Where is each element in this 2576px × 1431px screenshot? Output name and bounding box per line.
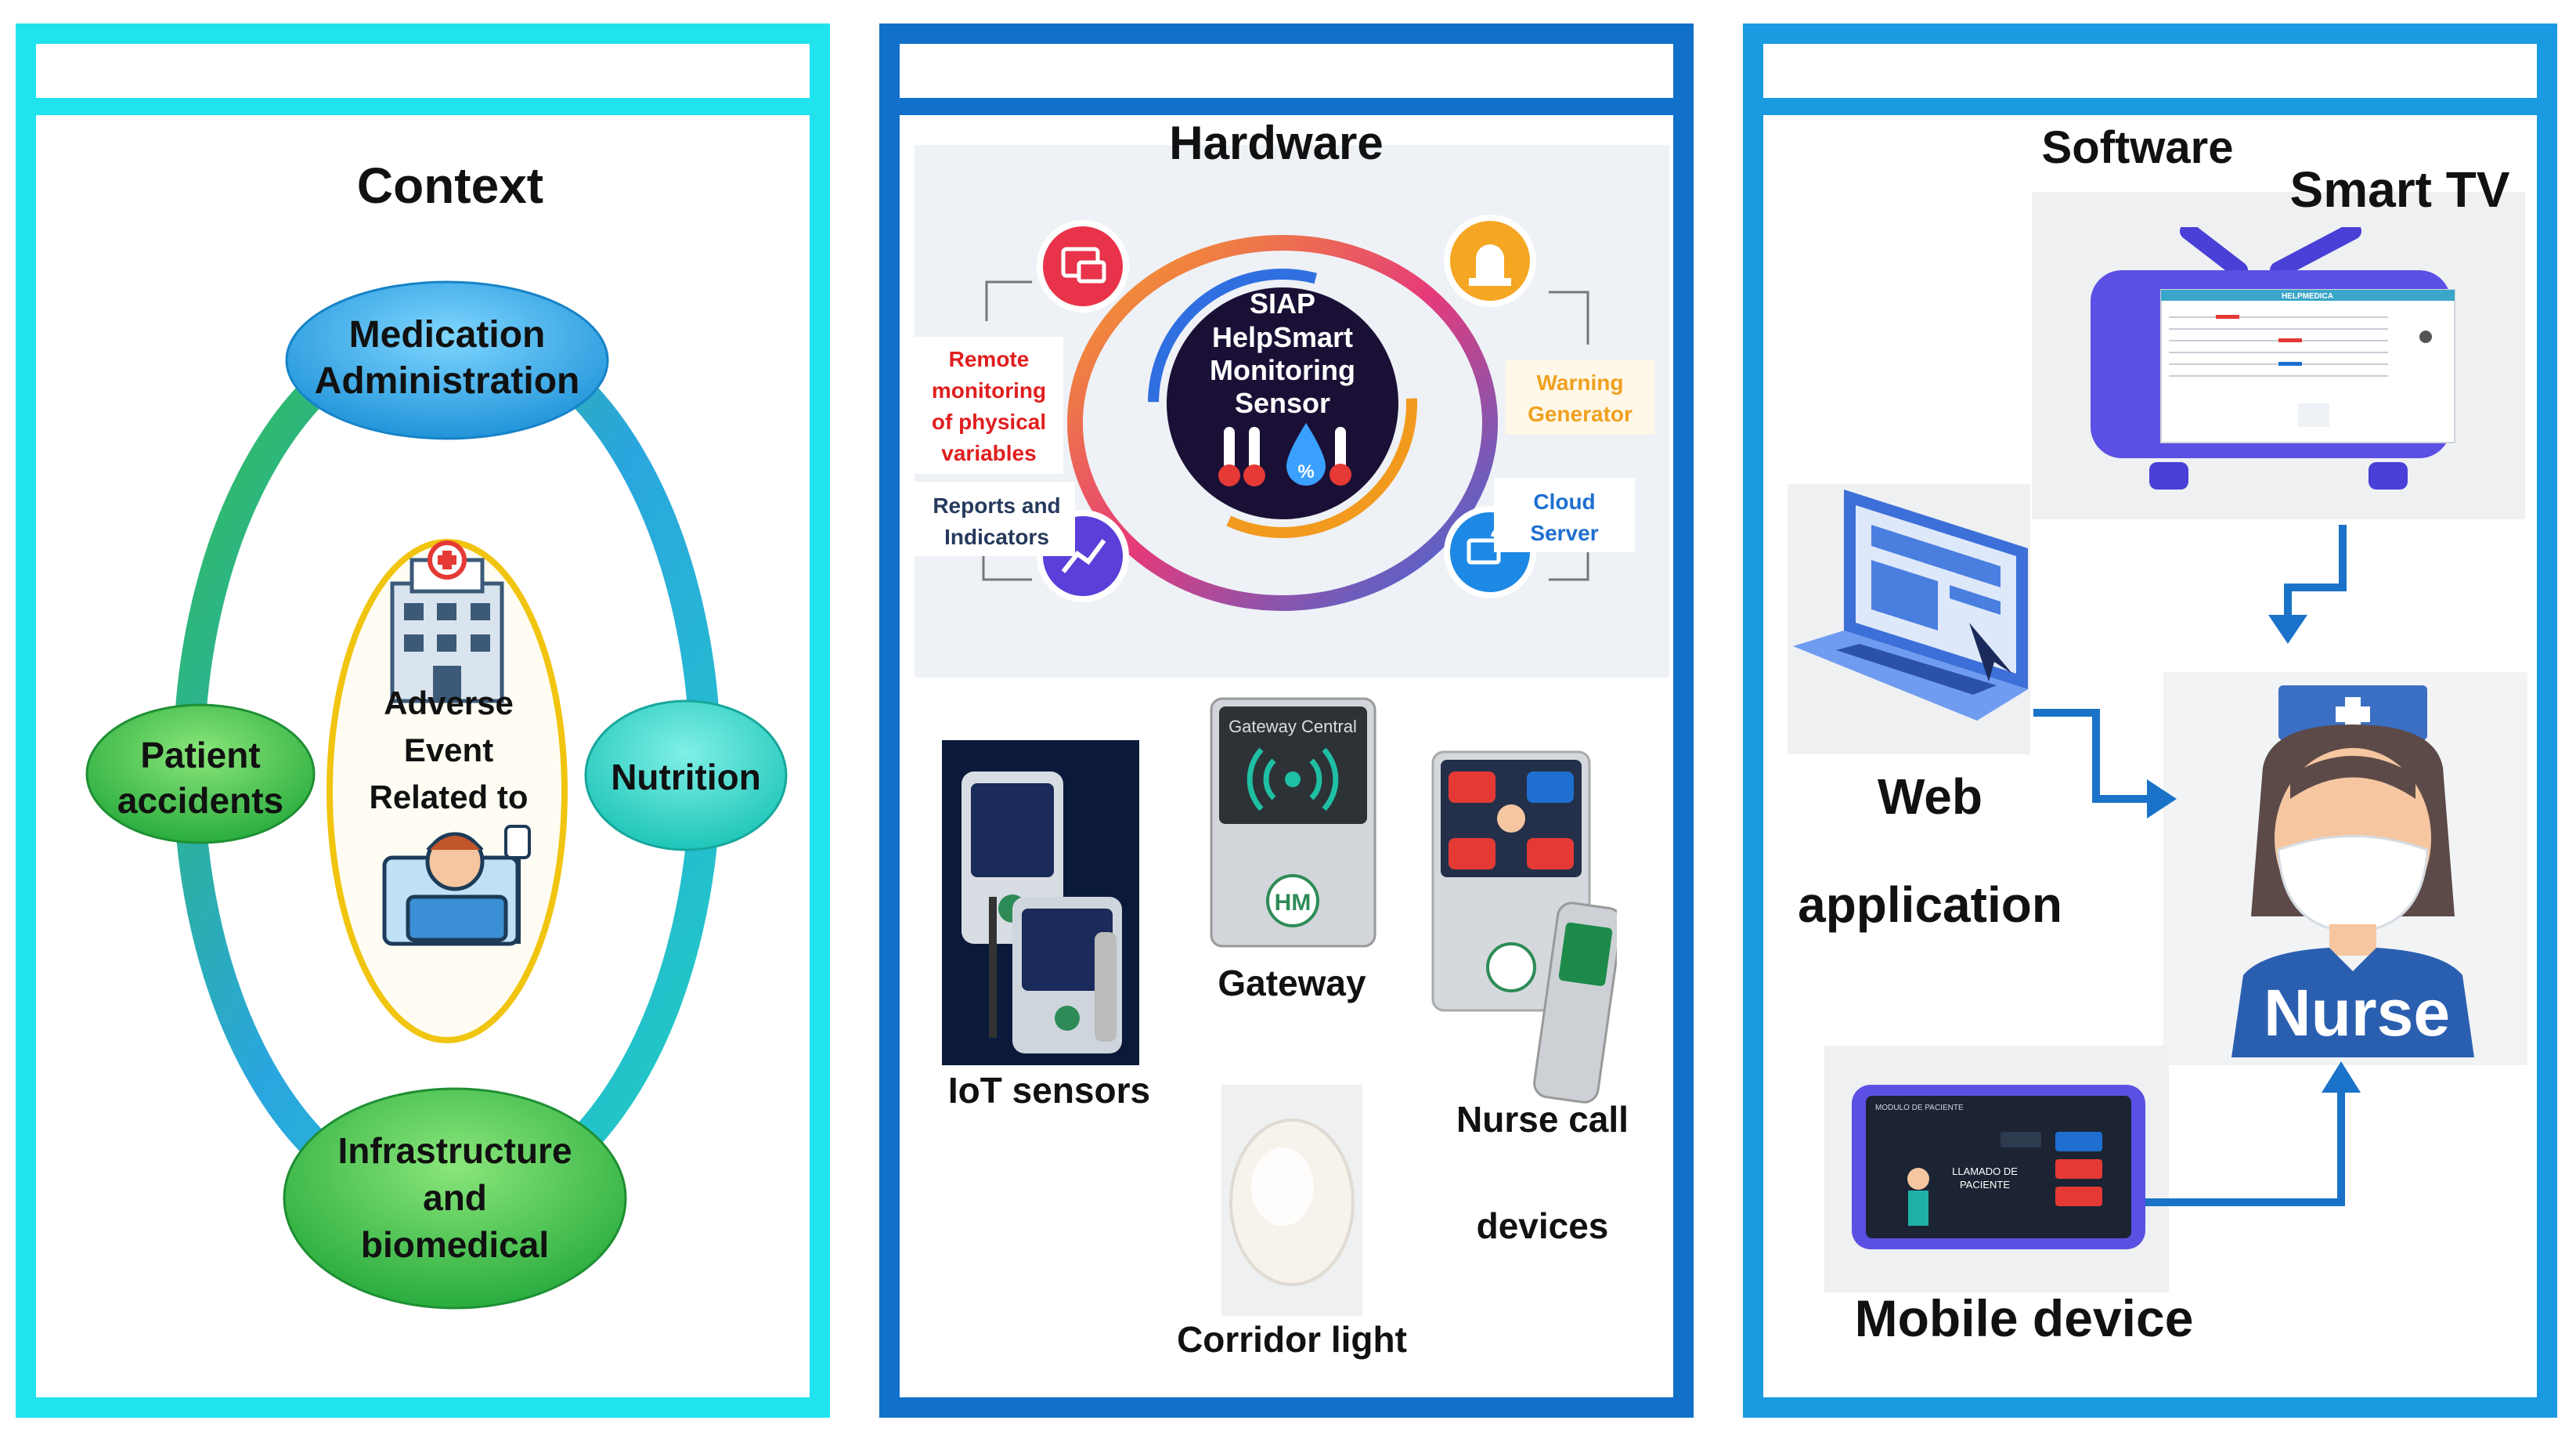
mobile-call-line2: PACIENTE xyxy=(1960,1179,2010,1191)
mobile-call-line1: LLAMADO DE xyxy=(1952,1165,2018,1177)
reports-line2: Indicators xyxy=(944,525,1049,549)
node-medication-line2: Administration xyxy=(315,360,580,402)
smart-tv-label: Smart TV xyxy=(2289,161,2510,218)
gateway-image: Gateway Central HM xyxy=(1210,697,1376,948)
mobile-label: Mobile device xyxy=(1854,1289,2194,1347)
siap-line2: HelpSmart xyxy=(1212,321,1353,353)
node-medication-shape xyxy=(285,280,609,440)
nurse-call-label-2: devices xyxy=(1476,1205,1609,1246)
node-infra-line3: biomedical xyxy=(361,1224,549,1265)
reports-line1: Reports and xyxy=(933,493,1060,518)
tv-to-nurse-arrowhead xyxy=(2268,615,2307,644)
gateway-screen-text: Gateway Central xyxy=(1228,717,1357,736)
warning-line1: Warning xyxy=(1537,370,1624,395)
context-header-divider xyxy=(36,98,810,115)
remote-line4: variables xyxy=(941,441,1036,465)
iot-sensors-image xyxy=(942,740,1139,1065)
monitoring-cycle: SIAP HelpSmart Monitoring Sensor % xyxy=(915,215,1654,611)
warning-alarm-node xyxy=(1444,215,1536,307)
smart-tv-icon: HELPMEDICA xyxy=(2091,227,2455,490)
mobile-screen-title: MODULO DE PACIENTE xyxy=(1875,1104,1964,1112)
corridor-light-image xyxy=(1221,1085,1362,1316)
mobile-to-nurse-arrow xyxy=(2145,1089,2345,1206)
cloud-line1: Cloud xyxy=(1533,490,1595,514)
mobile-to-nurse-arrowhead xyxy=(2322,1061,2361,1093)
gateway-logo: HM xyxy=(1275,890,1311,916)
remote-line1: Remote xyxy=(949,347,1030,371)
mobile-device-icon: MODULO DE PACIENTE LLAMADO DE PACIENTE xyxy=(1852,1085,2145,1249)
node-infra-line1: Infrastructure xyxy=(337,1130,572,1171)
software-header-divider xyxy=(1763,98,2537,115)
remote-line3: of physical xyxy=(932,410,1046,434)
tv-app-title: HELPMEDICA xyxy=(2282,292,2333,301)
patient-bed-icon xyxy=(382,825,531,946)
gateway-label: Gateway xyxy=(1218,963,1366,1003)
cloud-line2: Server xyxy=(1530,521,1598,545)
center-line1: Adverse xyxy=(384,685,514,721)
hardware-header-divider xyxy=(900,98,1673,115)
thermometer-icon xyxy=(1218,427,1265,486)
web-label-2: application xyxy=(1798,876,2062,933)
remote-monitor-node xyxy=(1037,220,1129,313)
siap-line4: Sensor xyxy=(1235,387,1330,419)
center-line2: Event xyxy=(404,732,493,768)
context-title: Context xyxy=(356,157,544,214)
node-infrastructure-shape xyxy=(283,1087,627,1310)
node-patient-line1: Patient xyxy=(140,735,260,775)
siap-line1: SIAP xyxy=(1250,287,1315,320)
siap-line3: Monitoring xyxy=(1210,354,1355,386)
node-patient-line2: accidents xyxy=(117,780,283,821)
node-nutrition-shape xyxy=(584,699,788,851)
node-medication-line1: Medication xyxy=(349,314,546,356)
nurse-icon xyxy=(2231,685,2474,1057)
web-to-nurse-arrowhead xyxy=(2147,779,2177,818)
hardware-title: Hardware xyxy=(1169,117,1384,169)
web-to-nurse-arrow xyxy=(2033,709,2151,803)
node-patient-shape xyxy=(85,703,316,844)
nurse-call-label-1: Nurse call xyxy=(1456,1099,1629,1140)
node-infra-line2: and xyxy=(423,1177,487,1218)
humidity-icon: % xyxy=(1286,423,1351,486)
node-nutrition-text: Nutrition xyxy=(611,757,761,797)
context-diagram: Medication Administration Patient accide… xyxy=(85,280,788,1310)
corridor-light-label: Corridor light xyxy=(1177,1319,1407,1360)
iot-sensors-label: IoT sensors xyxy=(947,1070,1151,1111)
center-line3: Related to xyxy=(369,779,528,815)
nurse-label: Nurse xyxy=(2263,976,2451,1050)
warning-line2: Generator xyxy=(1528,402,1633,426)
svg-text:%: % xyxy=(1297,461,1314,482)
software-title: Software xyxy=(2041,122,2234,173)
laptop-icon xyxy=(1793,490,2028,721)
tv-to-nurse-arrow xyxy=(2284,525,2347,623)
web-label-1: Web xyxy=(1878,768,1983,825)
remote-line2: monitoring xyxy=(932,378,1046,403)
hospital-icon xyxy=(390,540,504,703)
nurse-call-image xyxy=(1431,750,1617,1104)
software-flow-arrows xyxy=(2033,525,2361,1206)
